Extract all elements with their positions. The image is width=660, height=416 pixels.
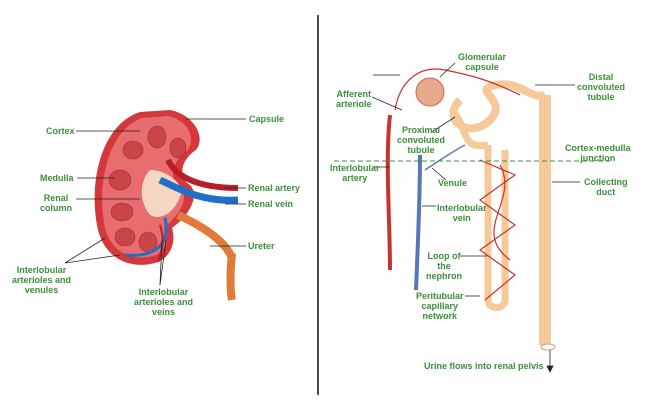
label-line: vein [452,213,471,223]
label-line: Distal [588,72,614,82]
label-line: Renal [43,193,69,203]
label-line: tubule [587,92,615,102]
renal-vein-vessel [158,176,239,204]
loop-of-nephron-tube [484,145,509,311]
label-renal-artery: Renal artery [248,183,301,193]
label-line: Peritubular [416,291,464,301]
label-line: column [40,203,73,213]
label-line: Collecting [584,177,628,187]
label-line: Cortex-medulla [565,143,631,153]
left-leader-lines [64,118,246,286]
label-line: convoluted [397,135,446,145]
renal-sinus [141,170,182,218]
label-interlobular-artery: Interlobular artery [330,163,380,183]
distal-tubule [449,80,547,133]
label-venule: Venule [438,178,468,188]
label-loop-of-nephron: Loop of the nephron [426,251,462,281]
label-line: arterioles and [12,275,72,285]
label-arterioles-veins: Interlobular arterioles and veins [134,287,193,317]
medulla-pyramids [108,125,187,253]
label-line: venules [24,285,59,295]
interlobular-vein-vessel [414,154,422,291]
label-glomerular-capsule: Glomerular capsule [458,52,506,72]
proximal-tubule [449,107,489,150]
label-line: network [422,311,458,321]
label-line: tubule [407,145,435,155]
label-interlobular-vein: Interlobular vein [437,203,487,223]
label-cortex-medulla-junction: Cortex-medulla junction [565,143,631,163]
label-line: Loop of [427,251,461,261]
label-line: Interlobular [138,287,189,297]
label-ureter: Ureter [248,241,275,251]
label-collecting-duct: Collecting duct [584,177,628,197]
right-leader-lines [371,62,580,373]
label-line: Proximal [401,125,441,135]
label-peritubular-network: Peritubular capillary network [416,291,464,321]
label-line: Glomerular [458,52,507,62]
label-line: arterioles and [134,297,194,307]
label-line: Interlobular [437,203,487,213]
interlobular-artery-vessel [385,114,392,271]
label-afferent-arteriole: Afferent arteriole [336,89,372,109]
label-cortex: Cortex [46,126,75,136]
peritubular-capillaries [394,68,521,301]
label-line: veins [152,307,176,317]
label-line: the [437,261,451,271]
label-arterioles-venules: Interlobular arterioles and venules [12,265,71,295]
label-renal-vein: Renal vein [248,199,294,209]
label-urine-flow: Urine flows into renal pelvis [424,361,544,371]
label-line: duct [596,187,616,197]
label-distal-tubule: Distal convoluted tubule [577,72,625,102]
label-line: arteriole [336,99,372,109]
ureter-tube [226,252,236,301]
label-line: capsule [465,62,499,72]
label-capsule: Capsule [249,114,285,124]
label-line: junction [580,153,616,163]
label-line: Interlobular [330,163,380,173]
glomerulus [415,77,445,107]
kidney-illustration [94,110,239,301]
label-line: convoluted [577,82,626,92]
label-proximal-tubule: Proximal convoluted tubule [397,125,445,155]
label-renal-column: Renal column [40,193,72,213]
label-line: artery [342,173,368,183]
label-line: Afferent [336,89,372,99]
label-line: Interlobular [16,265,67,275]
label-medulla: Medulla [40,173,74,183]
label-line: nephron [426,271,462,281]
label-line: capillary [421,301,459,311]
nephron-illustration [385,68,556,351]
